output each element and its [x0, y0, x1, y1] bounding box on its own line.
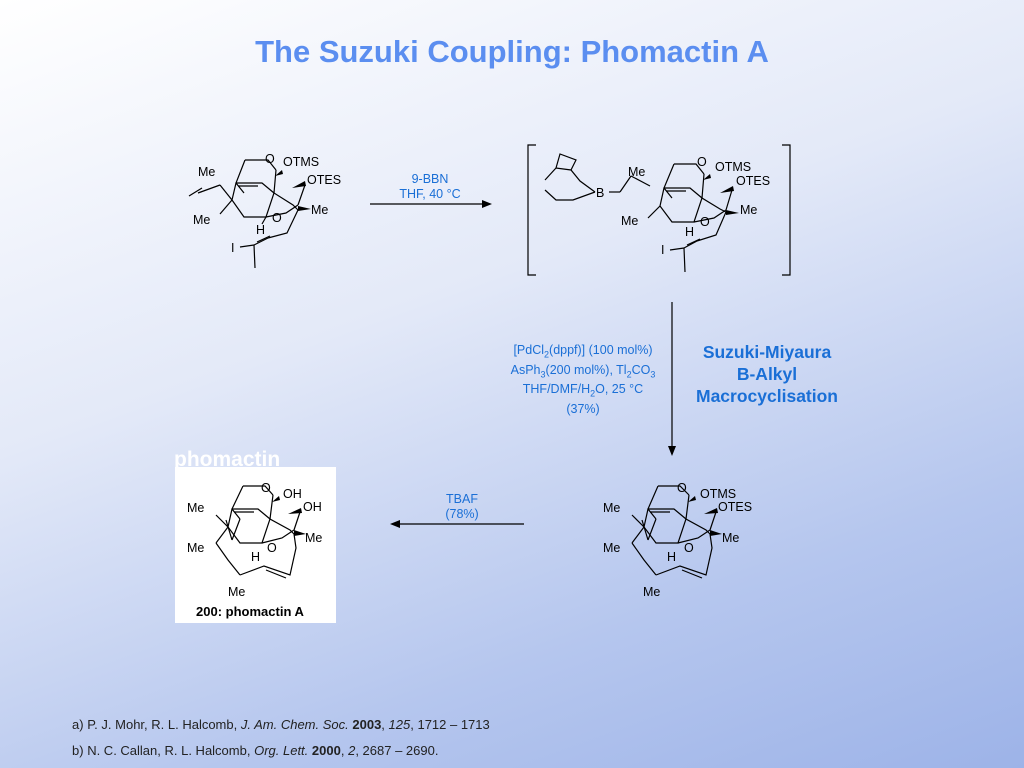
borane-intermediate — [527, 144, 791, 276]
mc-OTMS: OTMS — [700, 487, 736, 501]
sm-OTMS: OTMS — [283, 155, 319, 169]
step2-solvent-temp: THF/DMF/H2O, 25 °C — [522, 382, 644, 399]
pa-ring-O: O — [261, 481, 271, 495]
pa-Me-3: Me — [187, 541, 204, 555]
step2-conditions: [PdCl2(dppf)] (100 mol%) AsPh3(200 mol%)… — [496, 343, 670, 417]
product-box — [175, 467, 336, 623]
reference-a: a) P. J. Mohr, R. L. Halcomb, J. Am. Che… — [72, 717, 490, 732]
int-ring-O: O — [697, 155, 707, 169]
sm-H: H — [256, 223, 265, 237]
mc-pyran-O: O — [684, 541, 694, 555]
int-iodine: I — [661, 243, 664, 257]
mc-ring-O: O — [677, 481, 687, 495]
product-number: 200: — [196, 604, 222, 619]
mc-OTES: OTES — [718, 500, 752, 514]
pa-H: H — [251, 550, 260, 564]
method-line-3: Macrocyclisation — [696, 386, 838, 406]
step1-reagent: 9-BBN — [411, 172, 449, 186]
pa-Me-4: Me — [228, 585, 245, 599]
sm-Me-1: Me — [198, 165, 215, 179]
ghost-label: phomactin — [174, 448, 281, 471]
sm-iodine: I — [231, 241, 234, 255]
step1-conditions: 9-BBN THF, 40 °C — [380, 172, 480, 202]
product-caption: 200: phomactin A — [196, 604, 305, 619]
step3-reagent: TBAF — [446, 492, 478, 506]
int-OTES: OTES — [736, 174, 770, 188]
macrocycle-product — [631, 485, 717, 579]
int-boron: B — [596, 186, 604, 200]
pa-pyran-O: O — [267, 541, 277, 555]
starting-material — [188, 159, 306, 269]
step2-catalyst: [PdCl2(dppf)] (100 mol%) — [513, 343, 653, 360]
pa-Me-1: Me — [187, 501, 204, 515]
mc-Me-1: Me — [603, 501, 620, 515]
sm-Me-3: Me — [193, 213, 210, 227]
int-Me-3: Me — [621, 214, 638, 228]
method-line-2: B-Alkyl — [736, 364, 798, 384]
sm-OTES: OTES — [307, 173, 341, 187]
mc-Me-2: Me — [722, 531, 739, 545]
int-pyran-O: O — [700, 215, 710, 229]
product-name: phomactin A — [226, 604, 305, 619]
pa-Me-2: Me — [305, 531, 322, 545]
step2-additives: AsPh3(200 mol%), Tl2CO3 — [510, 362, 656, 380]
step3-conditions: TBAF (78%) — [412, 492, 512, 522]
step1-solvent-temp: THF, 40 °C — [399, 187, 461, 201]
int-Me-2: Me — [740, 203, 757, 217]
int-H: H — [685, 225, 694, 239]
sm-pyran-O: O — [272, 211, 282, 225]
phomactin-a-structure — [215, 485, 301, 579]
int-Me-1: Me — [628, 165, 645, 179]
method-label: Suzuki-Miyaura B-Alkyl Macrocyclisation — [672, 341, 862, 407]
sm-ring-O: O — [265, 152, 275, 166]
references: a) P. J. Mohr, R. L. Halcomb, J. Am. Che… — [72, 712, 490, 764]
sm-Me-2: Me — [311, 203, 328, 217]
pa-OH-1: OH — [283, 487, 302, 501]
reference-b: b) N. C. Callan, R. L. Halcomb, Org. Let… — [72, 743, 439, 758]
method-line-1: Suzuki-Miyaura — [702, 342, 832, 362]
mc-Me-3: Me — [603, 541, 620, 555]
step2-yield: (37%) — [566, 401, 600, 416]
pa-OH-2: OH — [303, 500, 322, 514]
int-OTMS: OTMS — [715, 160, 751, 174]
step3-yield: (78%) — [445, 507, 479, 521]
slide-title: The Suzuki Coupling: Phomactin A — [255, 34, 769, 69]
mc-H: H — [667, 550, 676, 564]
mc-Me-4: Me — [643, 585, 660, 599]
